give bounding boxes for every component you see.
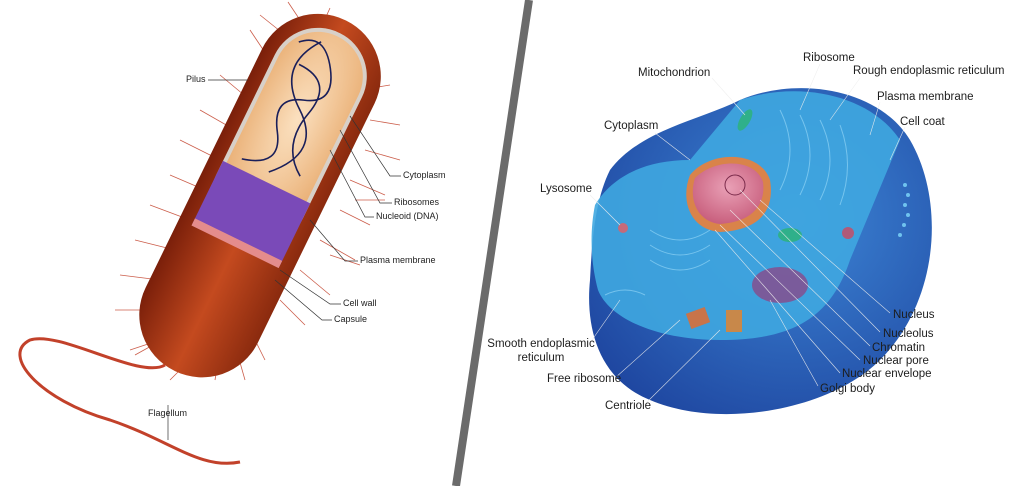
prokaryote-leader-lines [167, 79, 401, 440]
label-rough-er: Rough endoplasmic reticulum [853, 65, 1005, 77]
label-cytoplasm: Cytoplasm [403, 170, 446, 180]
label-plasma-membrane: Plasma membrane [360, 255, 436, 265]
label-pilus: Pilus [186, 74, 206, 84]
label-cell-wall: Cell wall [343, 298, 377, 308]
label-capsule: Capsule [334, 314, 368, 324]
divider-line [452, 0, 533, 486]
bacterium-body-icon [139, 13, 381, 378]
label-cell-coat: Cell coat [900, 116, 945, 128]
label-chromatin: Chromatin [872, 342, 926, 354]
label-centriole: Centriole [605, 400, 652, 412]
eukaryote-leader-lines [589, 63, 906, 405]
label-plasma-membrane-euk: Plasma membrane [877, 91, 974, 103]
label-ribosome: Ribosome [803, 52, 855, 64]
label-ribosomes: Ribosomes [394, 197, 440, 207]
label-golgi-body: Golgi body [820, 383, 875, 395]
label-smooth-er: Smooth endoplasmic reticulum [487, 338, 595, 364]
label-nucleolus: Nucleolus [883, 328, 934, 340]
cell-coat-icon [898, 183, 910, 237]
label-mitochondrion: Mitochondrion [638, 67, 711, 79]
label-nuclear-pore: Nuclear pore [863, 355, 929, 367]
label-nucleus: Nucleus [893, 309, 935, 321]
label-free-ribosome: Free ribosome [547, 373, 622, 385]
label-cytoplasm-euk: Cytoplasm [604, 120, 659, 132]
animal-cell-icon [589, 88, 932, 415]
flagellum-icon [18, 337, 241, 465]
label-smooth-er-line2: reticulum [517, 351, 565, 364]
label-nuclear-envelope: Nuclear envelope [842, 368, 932, 380]
label-nucleoid: Nucleoid (DNA) [376, 211, 439, 221]
label-lysosome: Lysosome [540, 183, 592, 195]
label-smooth-er-line1: Smooth endoplasmic [487, 338, 595, 350]
label-flagellum: Flagellum [148, 408, 188, 418]
